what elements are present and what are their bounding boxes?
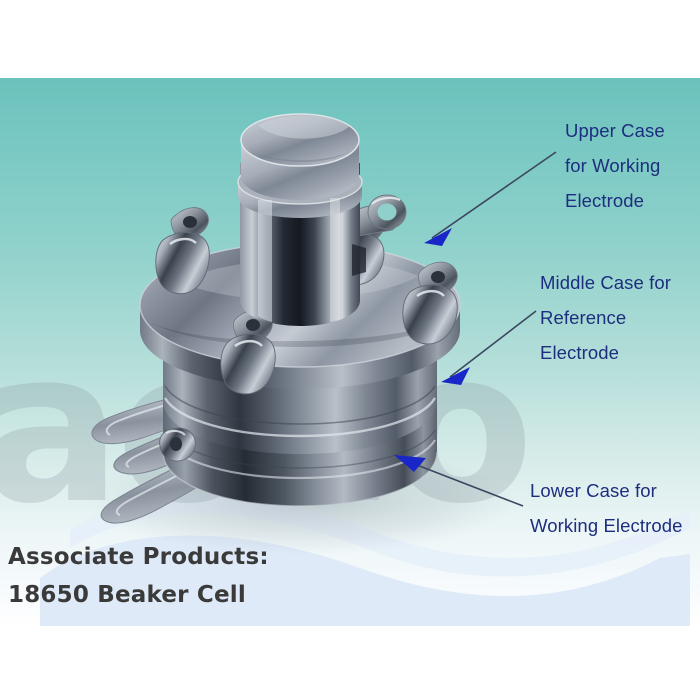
callout-middle-case: Middle Case for Reference Electrode [540, 265, 671, 370]
caption-line-2: 18650 Beaker Cell [8, 582, 246, 608]
callout-upper-line-2: for Working [565, 155, 661, 176]
callout-upper-line-3: Electrode [565, 190, 645, 211]
callout-upper-case: Upper Case for Working Electrode [565, 113, 665, 218]
callout-lower-line-1: Lower Case for [530, 480, 657, 501]
callout-upper-line-1: Upper Case [565, 120, 665, 141]
associate-products-caption: Associate Products: 18650 Beaker Cell [8, 538, 269, 614]
callout-middle-line-3: Electrode [540, 342, 620, 363]
top-white-band [0, 0, 700, 78]
caption-line-1: Associate Products: [8, 544, 269, 570]
bottom-white-band [0, 626, 700, 700]
callout-middle-line-2: Reference [540, 307, 627, 328]
callout-lower-case: Lower Case for Working Electrode [530, 473, 683, 543]
callout-middle-line-1: Middle Case for [540, 272, 672, 293]
callout-lower-line-2: Working Electrode [530, 515, 683, 536]
